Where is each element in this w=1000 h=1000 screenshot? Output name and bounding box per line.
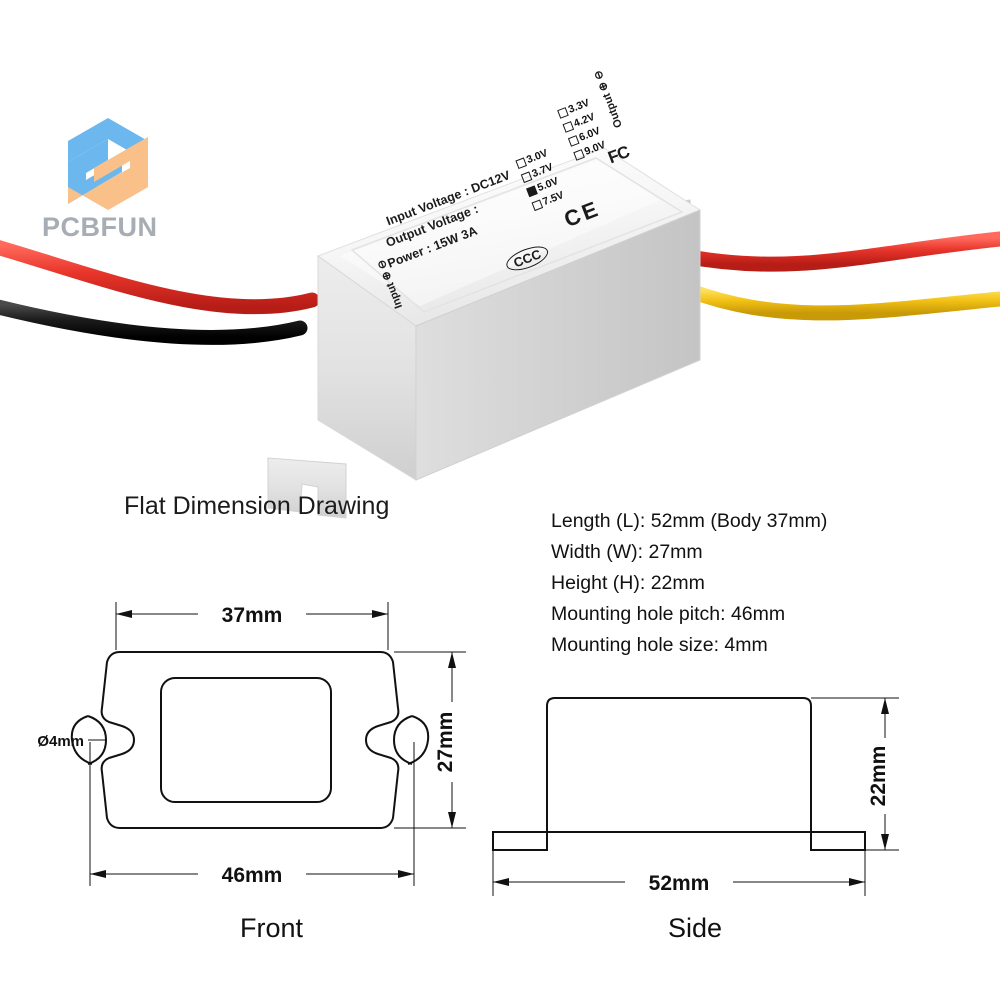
side-view-drawing: 52mm 22mm <box>485 660 925 910</box>
device-body <box>267 147 702 519</box>
product-photo: Input Voltage : DC12V Output Voltage : P… <box>0 60 1000 519</box>
input-wire-red <box>0 240 320 315</box>
output-options-left: 3.0V 3.7V 5.0V 7.5V <box>515 147 566 212</box>
flat-drawing-title: Flat Dimension Drawing <box>124 492 390 520</box>
dim-hole-diameter: Ø4mm <box>37 733 84 750</box>
dim-side-height: 22mm <box>867 746 890 807</box>
output-wire-yellow <box>680 282 1000 321</box>
checkbox-5-0v[interactable] <box>526 185 538 197</box>
ccc-mark-icon: CCC <box>503 241 552 276</box>
output-wire-red <box>676 231 1000 272</box>
fcc-mark-icon: FC <box>605 142 632 168</box>
dim-front-height: 27mm <box>434 712 457 773</box>
spec-height: Height (H): 22mm <box>551 572 705 594</box>
checkbox-6-0v[interactable] <box>567 134 580 147</box>
spec-width: Width (W): 27mm <box>551 541 703 563</box>
spec-hole-size: Mounting hole size: 4mm <box>551 634 768 656</box>
checkbox-9-0v[interactable] <box>573 148 585 161</box>
spec-list: Length (L): 52mm (Body 37mm) Width (W): … <box>551 506 951 661</box>
input-wire-black <box>0 299 308 345</box>
checkbox-3-0v[interactable] <box>515 157 527 169</box>
checkbox-3-7v[interactable] <box>520 171 533 183</box>
output-options-right: 3.3V 4.2V 6.0V 9.0V <box>556 97 607 162</box>
spec-length: Length (L): 52mm (Body 37mm) <box>551 510 828 532</box>
watermark-logo: PCBFUN <box>42 112 222 242</box>
checkbox-7-5v[interactable] <box>531 199 544 211</box>
checkbox-4-2v[interactable] <box>562 120 575 133</box>
checkbox-3-3v[interactable] <box>557 106 569 119</box>
front-view-drawing: 37mm 46mm 27mm Ø4mm <box>37 590 508 910</box>
dim-body-width: 37mm <box>222 604 283 627</box>
brand-text: PCBFUN <box>42 212 158 242</box>
dim-side-length: 52mm <box>649 872 710 895</box>
dim-overall-width: 46mm <box>222 864 283 887</box>
caption-side-view: Side <box>668 913 723 943</box>
hexagon-logo-icon <box>56 112 160 216</box>
caption-front-view: Front <box>240 913 304 943</box>
spec-hole-pitch: Mounting hole pitch: 46mm <box>551 603 786 625</box>
ce-mark-icon: CE <box>560 195 604 232</box>
